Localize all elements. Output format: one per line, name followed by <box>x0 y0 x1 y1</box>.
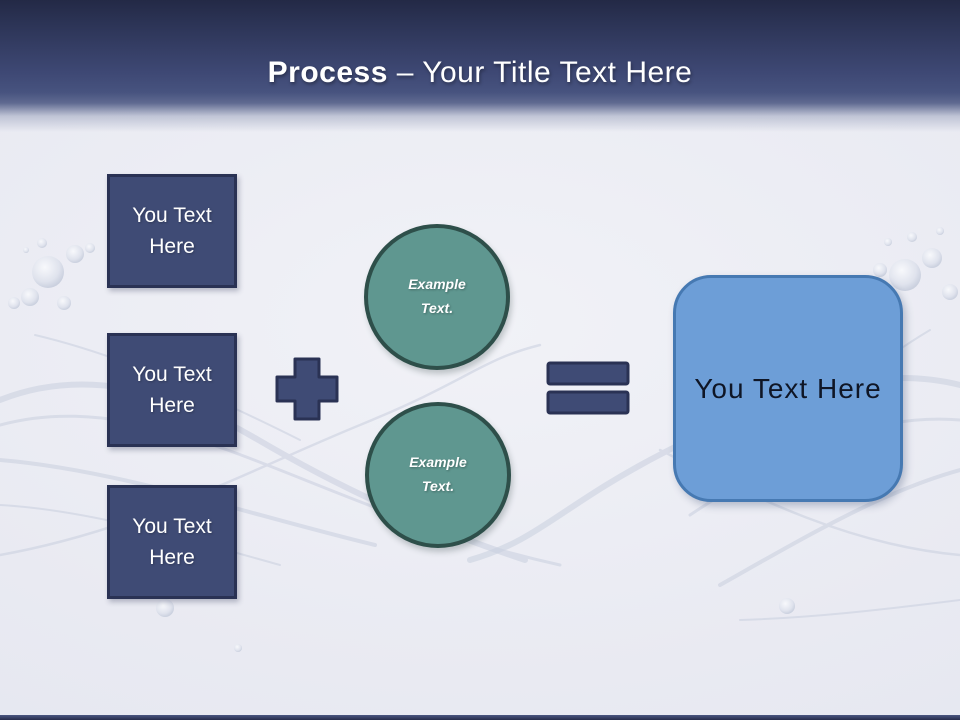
equals-icon <box>546 361 630 415</box>
input-box-1-label: You Text Here <box>132 203 212 259</box>
input-box-3: You Text Here <box>107 485 237 599</box>
input-box-3-label: You Text Here <box>132 514 212 570</box>
example-circle-2: Example Text. <box>365 402 511 548</box>
input-box-1: You Text Here <box>107 174 237 288</box>
input-box-2-label: You Text Here <box>132 362 212 418</box>
input-box-2: You Text Here <box>107 333 237 447</box>
example-circle-1-label: Example Text. <box>408 276 466 316</box>
bottom-accent-strip <box>0 715 960 720</box>
example-circle-1: Example Text. <box>364 224 510 370</box>
slide-title: Process – Your Title Text Here <box>0 56 960 90</box>
header-band: Process – Your Title Text Here <box>0 0 960 132</box>
example-circle-2-label: Example Text. <box>409 454 467 494</box>
result-box-label: You Text Here <box>694 372 882 404</box>
slide-title-keyword: Process <box>267 56 388 89</box>
plus-icon <box>275 357 339 421</box>
slide-title-subtitle: – Your Title Text Here <box>387 56 693 89</box>
result-box: You Text Here <box>673 275 903 502</box>
